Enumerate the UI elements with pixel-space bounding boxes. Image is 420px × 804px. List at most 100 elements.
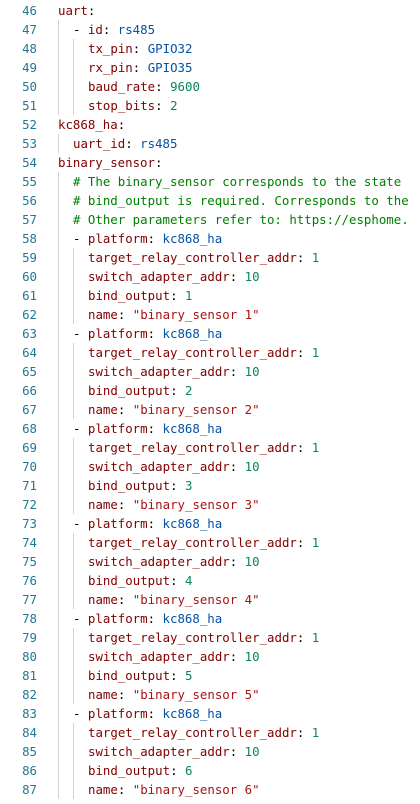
indent-guide bbox=[73, 343, 74, 362]
yaml-punctuation: : bbox=[296, 725, 312, 740]
yaml-punctuation: - bbox=[73, 22, 88, 37]
code-text: switch_adapter_addr: 10 bbox=[88, 457, 260, 476]
code-text: # The binary_sensor corresponds to the s… bbox=[73, 172, 401, 191]
yaml-comment: # Other parameters refer to: https://esp… bbox=[73, 212, 409, 227]
code-line[interactable]: 57# Other parameters refer to: https://e… bbox=[0, 210, 420, 229]
indent-guide bbox=[73, 286, 74, 305]
code-line[interactable]: 83- platform: kc868_ha bbox=[0, 704, 420, 723]
indent-guide bbox=[73, 362, 74, 381]
code-line[interactable]: 56# bind_output is required. Corresponds… bbox=[0, 191, 420, 210]
line-number: 49 bbox=[22, 60, 37, 75]
line-number: 80 bbox=[22, 649, 37, 664]
code-text: switch_adapter_addr: 10 bbox=[88, 647, 260, 666]
indent-guide bbox=[58, 172, 59, 191]
code-line[interactable]: 68- platform: kc868_ha bbox=[0, 419, 420, 438]
line-number: 83 bbox=[22, 706, 37, 721]
line-number: 66 bbox=[22, 383, 37, 398]
code-text: bind_output: 1 bbox=[88, 286, 192, 305]
indent-guide bbox=[58, 20, 59, 39]
yaml-punctuation: : bbox=[296, 345, 312, 360]
code-text: bind_output: 4 bbox=[88, 571, 192, 590]
code-line[interactable]: 55 # The binary_sensor corresponds to the… bbox=[0, 172, 420, 191]
code-line[interactable]: 63- platform: kc868_ha bbox=[0, 324, 420, 343]
code-text: switch_adapter_addr: 10 bbox=[88, 267, 260, 286]
yaml-punctuation: : bbox=[87, 3, 96, 18]
line-number: 85 bbox=[22, 744, 37, 759]
line-number: 56 bbox=[22, 193, 37, 208]
code-text: rx_pin: GPIO35 bbox=[88, 58, 192, 77]
yaml-punctuation: : bbox=[296, 630, 312, 645]
indent-guide bbox=[73, 742, 74, 761]
code-text: name: "binary_sensor 5" bbox=[88, 685, 260, 704]
yaml-key: name bbox=[88, 592, 118, 607]
yaml-key: switch_adapter_addr bbox=[88, 364, 230, 379]
line-number: 51 bbox=[22, 98, 37, 113]
yaml-key: switch_adapter_addr bbox=[88, 459, 230, 474]
yaml-number: 5 bbox=[184, 668, 193, 683]
yaml-number: 1 bbox=[311, 725, 320, 740]
code-line[interactable]: 47- id: rs485 bbox=[0, 20, 420, 39]
indent-guide bbox=[58, 704, 59, 723]
code-text: switch_adapter_addr: 10 bbox=[88, 362, 260, 381]
indent-guide bbox=[73, 723, 74, 742]
line-number: 53 bbox=[22, 136, 37, 151]
yaml-punctuation: : bbox=[154, 155, 163, 170]
code-text: target_relay_controller_addr: 1 bbox=[88, 533, 319, 552]
code-line[interactable]: 78- platform: kc868_ha bbox=[0, 609, 420, 628]
line-number: 59 bbox=[22, 250, 37, 265]
indent-guide bbox=[73, 305, 74, 324]
code-text: bind_output: 3 bbox=[88, 476, 192, 495]
yaml-key: rx_pin bbox=[88, 60, 133, 75]
code-line[interactable]: 58 - platform: kc868_ha bbox=[0, 229, 420, 248]
indent-guide bbox=[73, 438, 74, 457]
indent-guide bbox=[58, 495, 59, 514]
indent-guide bbox=[73, 666, 74, 685]
indent-guide bbox=[73, 533, 74, 552]
indent-guide bbox=[58, 685, 59, 704]
code-line[interactable]: 73- platform: kc868_ha bbox=[0, 514, 420, 533]
indent-guide bbox=[58, 666, 59, 685]
yaml-key: name bbox=[88, 782, 118, 797]
line-number: 55 bbox=[22, 174, 37, 189]
indent-guide bbox=[58, 210, 59, 229]
code-text: - platform: kc868_ha bbox=[73, 229, 222, 248]
yaml-punctuation: - bbox=[73, 516, 88, 531]
line-number: 58 bbox=[22, 231, 37, 246]
yaml-key: target_relay_controller_addr bbox=[88, 725, 297, 740]
indent-guide bbox=[58, 400, 59, 419]
code-line[interactable]: 80 switch_adapter_addr: 10 bbox=[0, 647, 420, 666]
indent-guide bbox=[73, 628, 74, 647]
code-line[interactable]: 49 rx_pin: GPIO35 bbox=[0, 58, 420, 77]
